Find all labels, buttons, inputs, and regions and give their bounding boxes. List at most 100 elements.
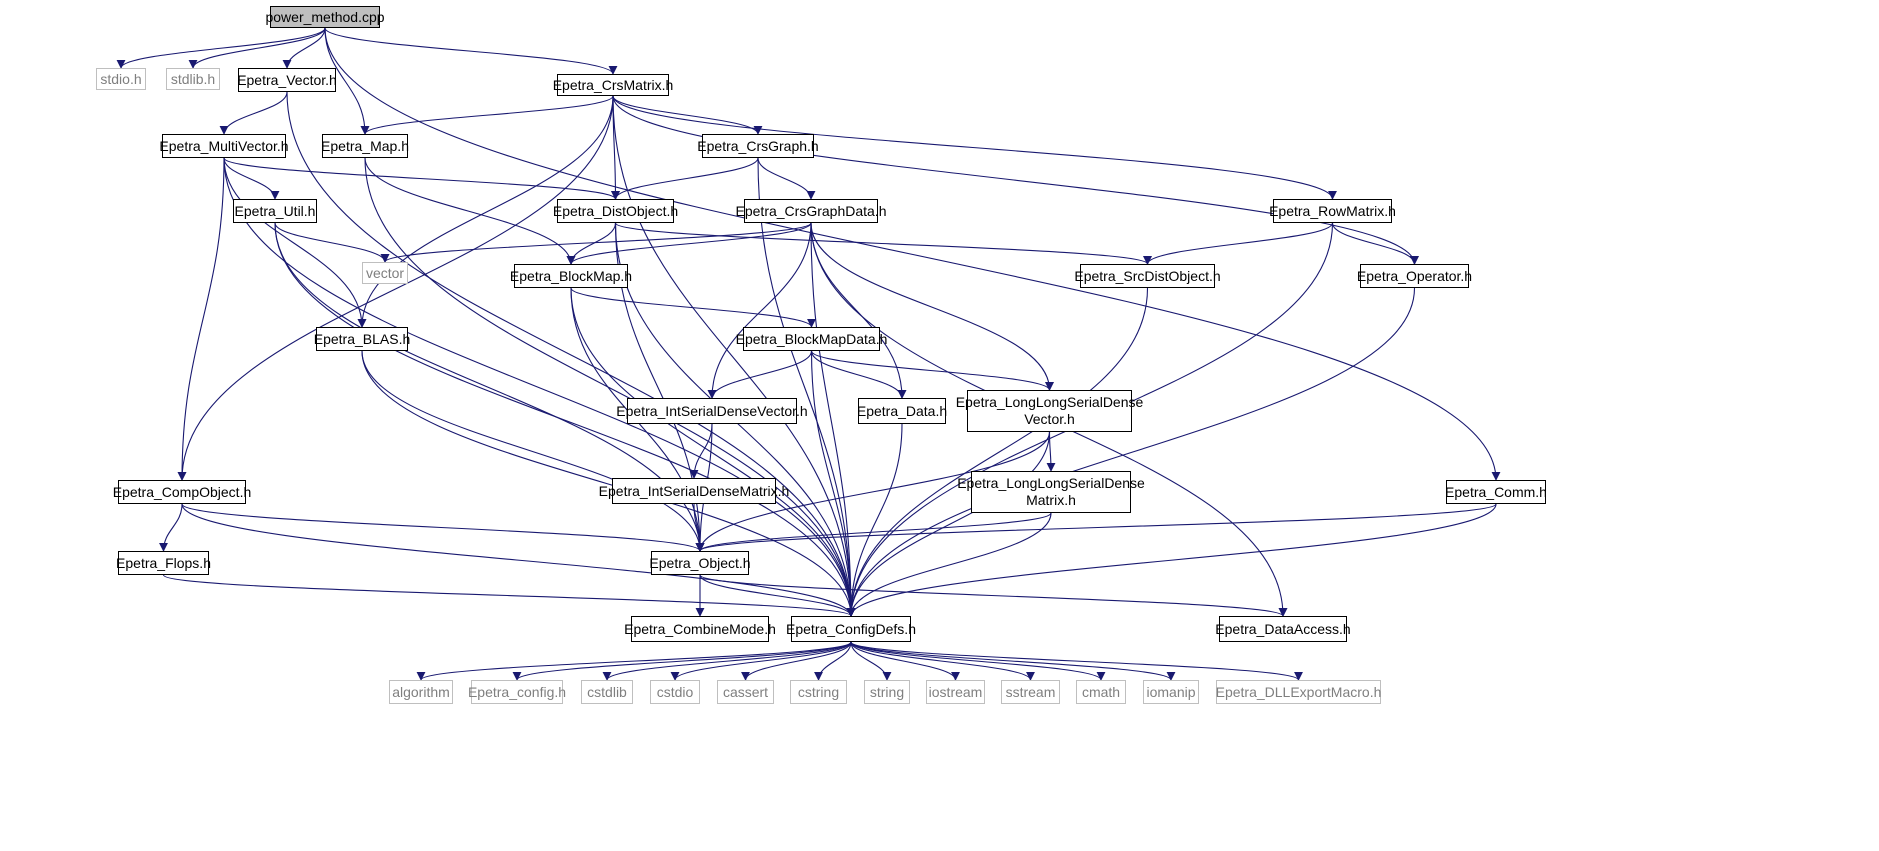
node-epetra-multivector[interactable]: Epetra_MultiVector.h <box>159 134 289 158</box>
node-label-line: Epetra_IntSerialDenseMatrix.h <box>598 482 790 499</box>
node-epetra-crsmatrix[interactable]: Epetra_CrsMatrix.h <box>553 74 673 96</box>
node-label-line: algorithm <box>392 683 450 700</box>
node-epetra-vector[interactable]: Epetra_Vector.h <box>237 68 337 92</box>
edge-epetra-blas-to-epetra-configdefs <box>361 350 856 617</box>
edge-power-method-to-stdlib-h <box>188 27 326 69</box>
node-iomanip: iomanip <box>1143 680 1199 704</box>
node-epetra-object[interactable]: Epetra_Object.h <box>649 551 751 575</box>
node-label-line: Epetra_Object.h <box>649 554 751 571</box>
edge-epetra-srcdistobject-to-epetra-configdefs <box>846 287 1149 617</box>
node-power-method[interactable]: power_method.cpp <box>265 6 385 28</box>
node-epetra-operator[interactable]: Epetra_Operator.h <box>1356 264 1473 288</box>
edge-epetra-configdefs-to-epetra-dllexportmacro <box>850 641 1303 681</box>
node-epetra-flops[interactable]: Epetra_Flops.h <box>116 551 211 575</box>
node-label-line: Epetra_RowMatrix.h <box>1269 202 1396 219</box>
edge-epetra-util-to-epetra-configdefs <box>274 222 856 617</box>
edge-epetra-configdefs-to-string <box>850 641 892 681</box>
node-epetra-blas[interactable]: Epetra_BLAS.h <box>313 327 411 351</box>
edge-epetra-crsgraphdata-to-vector <box>380 222 812 263</box>
node-epetra-data[interactable]: Epetra_Data.h <box>857 398 947 424</box>
node-epetra-intserialdensematrix[interactable]: Epetra_IntSerialDenseMatrix.h <box>599 478 789 504</box>
node-algorithm: algorithm <box>389 680 453 704</box>
node-epetra-crsgraph[interactable]: Epetra_CrsGraph.h <box>697 134 819 158</box>
node-cmath: cmath <box>1076 680 1126 704</box>
node-label-line: Epetra_BlockMapData.h <box>735 330 888 347</box>
edge-epetra-crsgraph-to-epetra-configdefs <box>757 157 856 617</box>
edge-epetra-util-to-vector <box>274 222 390 263</box>
edge-epetra-operator-to-epetra-configdefs <box>846 287 1416 617</box>
node-label-line: Epetra_Comm.h <box>1445 483 1547 500</box>
node-label-line: stdlib.h <box>170 70 216 87</box>
node-epetra-distobject[interactable]: Epetra_DistObject.h <box>553 199 678 223</box>
node-label-line: cstdlib <box>587 683 627 700</box>
node-epetra-combinemode[interactable]: Epetra_CombineMode.h <box>624 616 776 642</box>
edge-power-method-to-epetra-crsmatrix <box>324 27 618 75</box>
node-label-line: Epetra_Operator.h <box>1356 267 1473 284</box>
edge-epetra-crsgraphdata-to-epetra-blockmap <box>566 222 812 265</box>
node-epetra-comm[interactable]: Epetra_Comm.h <box>1445 480 1547 504</box>
edge-epetra-comm-to-epetra-configdefs <box>846 503 1497 617</box>
edge-epetra-blas-to-epetra-object <box>361 350 705 552</box>
node-label-line: Epetra_LongLongSerialDense <box>955 394 1144 410</box>
edge-power-method-to-epetra-comm <box>324 27 1501 481</box>
node-label-line: Epetra_CrsGraph.h <box>697 137 819 154</box>
edge-epetra-vector-to-epetra-configdefs <box>286 91 856 617</box>
edge-epetra-multivector-to-epetra-blas <box>223 157 367 328</box>
edge-epetra-configdefs-to-sstream <box>850 641 1035 681</box>
node-label-line: Epetra_CrsMatrix.h <box>552 76 674 93</box>
node-string: string <box>864 680 910 704</box>
edge-epetra-longlongserialdensevector-to-epetra-object <box>695 431 1051 552</box>
edge-epetra-configdefs-to-iostream <box>850 641 960 681</box>
node-label-line: Epetra_LongLongSerialDense <box>957 475 1145 491</box>
edge-epetra-crsmatrix-to-epetra-compobject <box>177 95 614 481</box>
edge-epetra-vector-to-epetra-multivector <box>219 91 288 135</box>
node-epetra-rowmatrix[interactable]: Epetra_RowMatrix.h <box>1269 199 1396 223</box>
node-epetra-configdefs[interactable]: Epetra_ConfigDefs.h <box>786 616 916 642</box>
edge-epetra-blockmap-to-epetra-blockmapdata <box>570 287 816 328</box>
node-epetra-srcdistobject[interactable]: Epetra_SrcDistObject.h <box>1074 264 1221 288</box>
edge-epetra-crsgraphdata-to-epetra-longlongserialdensevector <box>810 222 1054 391</box>
node-epetra-config-h: Epetra_config.h <box>468 680 566 704</box>
edge-epetra-crsgraphdata-to-epetra-intserialdensevector <box>707 222 812 399</box>
node-epetra-compobject[interactable]: Epetra_CompObject.h <box>113 480 251 504</box>
edge-epetra-crsgraph-to-epetra-distobject <box>611 157 759 200</box>
node-epetra-dllexportmacro: Epetra_DLLExportMacro.h <box>1216 680 1381 704</box>
node-label-line: Epetra_IntSerialDenseVector.h <box>616 402 808 419</box>
node-epetra-dataaccess[interactable]: Epetra_DataAccess.h <box>1215 616 1351 642</box>
node-cstring: cstring <box>790 680 847 704</box>
node-label-line: Epetra_CrsGraphData.h <box>735 202 887 219</box>
node-epetra-intserialdensevector[interactable]: Epetra_IntSerialDenseVector.h <box>616 398 808 424</box>
node-stdlib-h: stdlib.h <box>166 68 220 90</box>
node-stdio-h: stdio.h <box>96 68 146 90</box>
edge-epetra-configdefs-to-cassert <box>741 641 852 681</box>
node-vector: vector <box>362 262 408 284</box>
node-label-line: Epetra_BLAS.h <box>313 330 411 347</box>
node-label-line: sstream <box>1005 683 1056 700</box>
edge-epetra-crsmatrix-to-epetra-blas <box>357 95 614 328</box>
node-epetra-blockmap[interactable]: Epetra_BlockMap.h <box>510 264 632 288</box>
node-label-line: vector <box>365 264 405 281</box>
edge-epetra-flops-to-epetra-configdefs <box>162 574 856 617</box>
edge-epetra-configdefs-to-algorithm <box>416 641 852 681</box>
edge-epetra-multivector-to-epetra-util <box>223 157 280 200</box>
node-epetra-blockmapdata[interactable]: Epetra_BlockMapData.h <box>736 327 887 351</box>
node-label-line: Epetra_BlockMap.h <box>509 267 633 284</box>
edge-epetra-compobject-to-epetra-flops <box>159 503 183 552</box>
node-epetra-crsgraphdata[interactable]: Epetra_CrsGraphData.h <box>736 199 886 223</box>
node-cstdlib: cstdlib <box>581 680 633 704</box>
node-label-line: power_method.cpp <box>265 8 385 25</box>
node-label-line: cstring <box>797 683 840 700</box>
node-cstdio: cstdio <box>650 680 700 704</box>
edge-epetra-configdefs-to-cmath <box>850 641 1106 681</box>
node-epetra-map[interactable]: Epetra_Map.h <box>321 134 409 158</box>
node-label-line: Epetra_CompObject.h <box>112 483 252 500</box>
node-label-line: iostream <box>928 683 983 700</box>
node-label-line: Epetra_DistObject.h <box>552 202 679 219</box>
edge-epetra-configdefs-to-iomanip <box>850 641 1176 681</box>
edge-power-method-to-stdio-h <box>116 27 326 69</box>
node-epetra-util[interactable]: Epetra_Util.h <box>233 199 317 223</box>
edge-epetra-data-to-epetra-configdefs <box>846 423 903 617</box>
node-label-line: Epetra_SrcDistObject.h <box>1074 267 1221 284</box>
